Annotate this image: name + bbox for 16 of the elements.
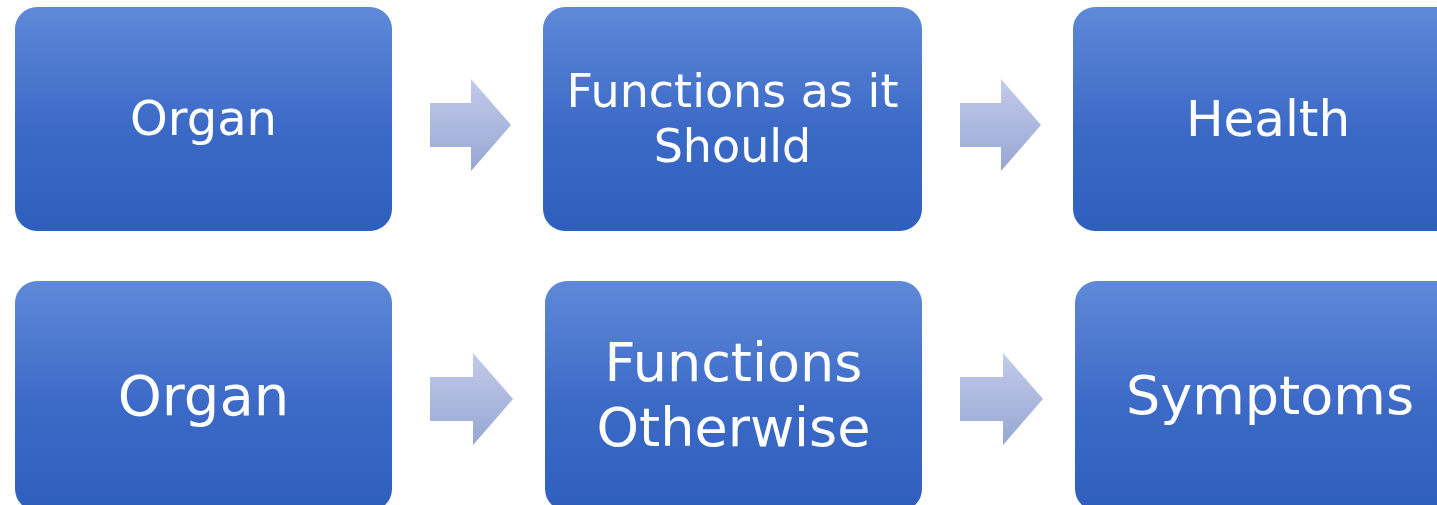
process-box (15, 281, 392, 505)
block-arrow (960, 79, 1041, 171)
box-label: Functions Otherwise (595, 331, 872, 461)
box-label: Symptoms (1125, 363, 1415, 429)
process-box (15, 7, 392, 231)
process-box (1073, 7, 1437, 231)
box-label: Organ (117, 362, 290, 430)
process-box (1075, 281, 1437, 505)
block-arrow (430, 79, 511, 171)
box-label: Functions as it Should (565, 63, 900, 175)
block-arrow (960, 353, 1043, 445)
block-arrow (430, 353, 513, 445)
process-box (543, 7, 922, 231)
box-label: Organ (130, 90, 277, 148)
process-box (545, 281, 922, 505)
box-label: Health (1185, 89, 1351, 149)
